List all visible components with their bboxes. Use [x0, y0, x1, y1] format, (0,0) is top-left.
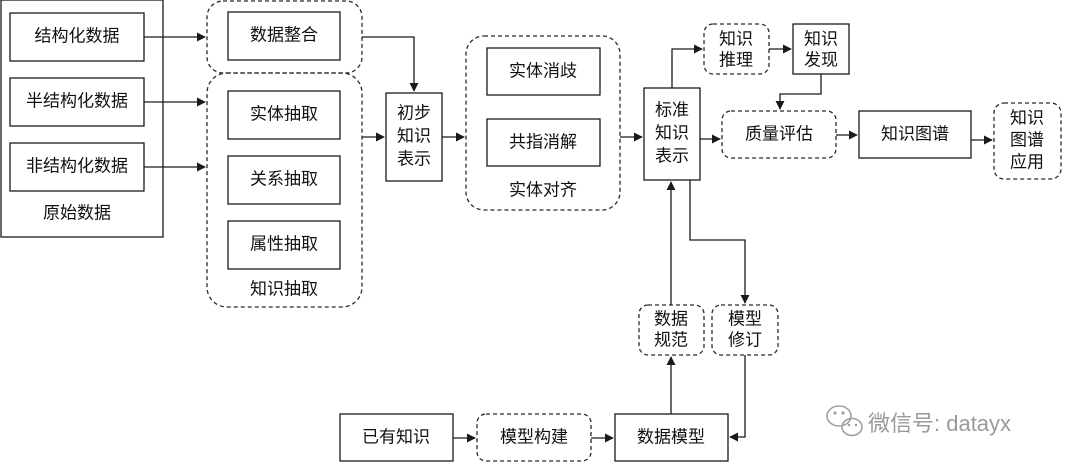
knowledge-graph-label: 知识图谱: [881, 124, 949, 143]
entity-disambiguation-box: [486, 47, 601, 96]
relation-extraction-label: 关系抽取: [250, 169, 318, 188]
raw-data-label: 原始数据: [43, 203, 111, 222]
standard-representation-line-1: 标准: [655, 100, 689, 119]
coreference-resolution-box: [486, 118, 601, 167]
knowledge-extraction-label: 知识抽取: [250, 279, 318, 298]
coreference-resolution-label: 共指消解: [509, 132, 577, 151]
relation-extraction-box: [227, 155, 341, 205]
attribute-extraction-label: 属性抽取: [250, 234, 318, 253]
quality-assessment-box: [721, 110, 837, 159]
data-integration-label: 数据整合: [250, 25, 318, 44]
structured-data-label: 结构化数据: [35, 26, 120, 45]
kg-application-line-2: 图谱: [1010, 130, 1044, 149]
knowledge-discovery-line-1: 知识: [804, 29, 838, 48]
entity-extraction-box: [227, 90, 341, 140]
knowledge-graph-box: [858, 110, 972, 159]
entity-extraction-label: 实体抽取: [250, 104, 318, 123]
existing-knowledge-label: 已有知识: [362, 427, 430, 446]
kg-application-line-1: 知识: [1010, 108, 1044, 127]
arrow-standard-to-revision: [689, 180, 750, 304]
unstructured-data-label: 非结构化数据: [26, 156, 128, 175]
knowledge-discovery-box: [792, 23, 850, 75]
arrow-discovery-to-quality: [775, 74, 822, 110]
data-model-box: [614, 413, 729, 462]
structured-data-box: [9, 12, 145, 62]
wechat-icon: [826, 405, 863, 437]
standard-representation-line-2: 知识: [655, 123, 689, 142]
entity-alignment-label: 实体对齐: [509, 180, 577, 199]
standard-representation-box: [643, 87, 701, 181]
knowledge-reasoning-line-2: 推理: [719, 50, 753, 69]
watermark-text: 微信号: datayx: [868, 411, 1011, 436]
model-revision-line-2: 修订: [728, 330, 762, 349]
initial-representation-line-3: 表示: [397, 149, 431, 168]
arrow-revision-to-data-model: [729, 355, 746, 442]
arrow-standard-to-reasoning: [671, 44, 703, 88]
data-integration-box: [227, 11, 341, 61]
existing-knowledge-box: [339, 413, 454, 462]
semi-structured-data-label: 半结构化数据: [26, 91, 128, 110]
data-standard-line-2: 规范: [654, 330, 688, 349]
unstructured-data-box: [9, 142, 145, 192]
knowledge-extraction-group: [206, 72, 363, 308]
initial-representation-line-2: 知识: [397, 126, 431, 145]
semi-structured-data-box: [9, 77, 145, 127]
kg-application-line-3: 应用: [1010, 152, 1044, 171]
data-model-label: 数据模型: [637, 427, 705, 446]
model-revision-line-1: 模型: [728, 309, 762, 328]
initial-representation-box: [385, 92, 443, 182]
kg-application-box: [993, 102, 1062, 180]
data-standard-line-1: 数据: [654, 309, 688, 328]
initial-representation-line-1: 初步: [397, 103, 431, 122]
arrow-integration-to-initial: [362, 36, 419, 92]
entity-disambiguation-label: 实体消歧: [509, 61, 577, 80]
model-building-label: 模型构建: [500, 427, 568, 446]
knowledge-reasoning-line-1: 知识: [719, 29, 753, 48]
model-building-box: [476, 413, 592, 462]
entity-alignment-group: [465, 35, 621, 211]
knowledge-discovery-line-2: 发现: [804, 50, 838, 69]
attribute-extraction-box: [227, 220, 341, 270]
quality-assessment-label: 质量评估: [745, 124, 813, 143]
standard-representation-line-3: 表示: [655, 146, 689, 165]
model-revision-box: [711, 304, 779, 356]
